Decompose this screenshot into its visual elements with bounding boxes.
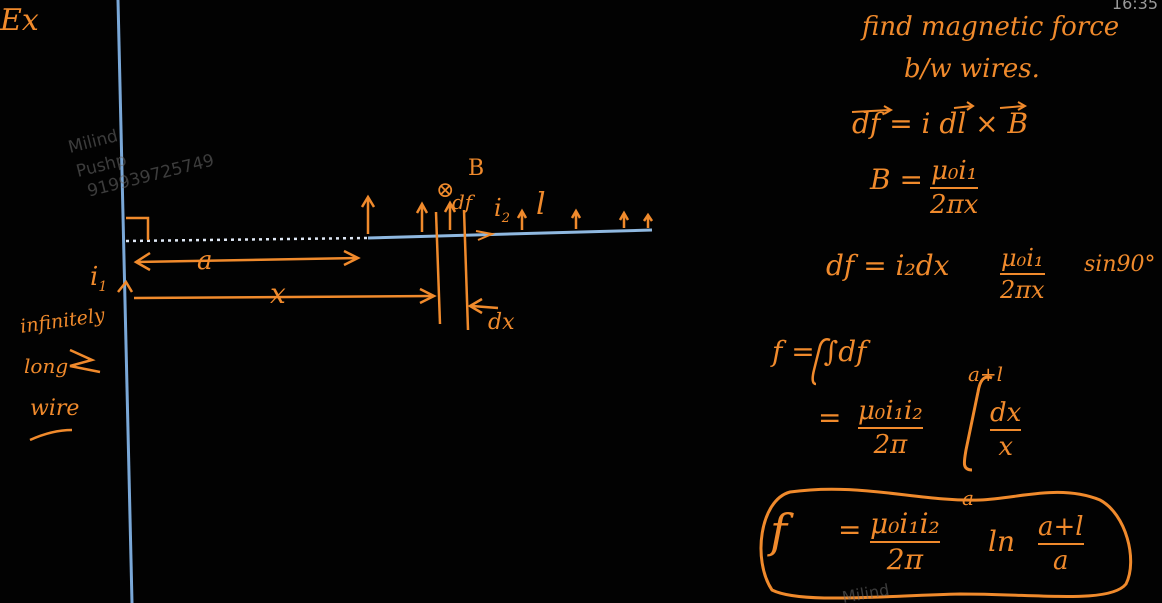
answer-numerator: μ₀i₁i₂ bbox=[870, 507, 940, 540]
equation-f-integral: f = ∫df bbox=[772, 335, 867, 368]
rod-wire bbox=[367, 228, 653, 240]
equation-f-coefficient: μ₀i₁i₂ 2π bbox=[858, 398, 923, 458]
equation-B-fraction: μ₀i₁ 2πx bbox=[930, 156, 979, 220]
answer-f: f bbox=[770, 504, 788, 558]
integrand-fraction: dx x bbox=[990, 398, 1022, 462]
dim-x-line bbox=[133, 294, 435, 300]
integral-sign bbox=[962, 375, 993, 472]
label-rod-length: l bbox=[536, 187, 546, 222]
equation-df-fraction: μ₀i₁ 2πx bbox=[1000, 246, 1045, 302]
dim-x-arrow bbox=[419, 287, 437, 305]
equation-df-sine: sin90° bbox=[1084, 252, 1156, 277]
equation-df-denominator: 2πx bbox=[1000, 276, 1045, 304]
equation-df-numerator: μ₀i₁ bbox=[1001, 244, 1044, 272]
note-long: long bbox=[24, 354, 69, 378]
answer-log-denominator: a bbox=[1053, 546, 1069, 576]
fraction-bar bbox=[990, 429, 1022, 431]
dx-arrow-line bbox=[471, 304, 499, 310]
problem-statement-line2: b/w wires. bbox=[904, 54, 1040, 84]
equation-f-denominator: 2π bbox=[873, 430, 908, 460]
fraction-bar bbox=[930, 187, 979, 189]
fraction-bar bbox=[1000, 273, 1045, 275]
label-df: df bbox=[452, 190, 473, 214]
integrand-numerator: dx bbox=[990, 398, 1022, 428]
fraction-bar bbox=[1038, 543, 1084, 545]
integral-upper-limit: a+l bbox=[968, 362, 1004, 386]
dx-arrow-head bbox=[467, 297, 483, 315]
into-page-symbol: ⊗ bbox=[436, 178, 455, 203]
answer-box bbox=[759, 487, 1133, 600]
integrand-denominator: x bbox=[998, 432, 1013, 462]
answer-denominator: 2π bbox=[886, 543, 923, 576]
label-B: B bbox=[468, 156, 485, 181]
note-wire: wire bbox=[30, 396, 80, 421]
integral-lower-limit: a bbox=[962, 486, 974, 510]
dim-a-arrow-left bbox=[133, 251, 151, 272]
example-label: Ex bbox=[0, 3, 39, 38]
force-arrows bbox=[360, 194, 654, 234]
clock-time: 16:35 bbox=[1111, 0, 1158, 13]
equation-f-equals: = bbox=[818, 401, 842, 434]
i1-direction-arrow bbox=[117, 279, 134, 293]
dim-a-line bbox=[135, 256, 359, 264]
answer-log-argument: a+l a bbox=[1038, 514, 1084, 574]
i2-direction-arrow bbox=[475, 230, 496, 241]
dim-a-arrow-right bbox=[343, 249, 361, 267]
problem-statement-line1: find magnetic force bbox=[862, 12, 1120, 42]
equation-B-lhs: B = bbox=[870, 163, 923, 196]
answer-equals: = bbox=[838, 513, 862, 546]
integral-sign-small bbox=[811, 338, 831, 386]
eq1-vector-marks bbox=[851, 101, 1028, 115]
dx-right-line bbox=[462, 209, 470, 331]
label-x: x bbox=[270, 277, 286, 310]
label-i2: i2 bbox=[494, 194, 510, 226]
note-arrow bbox=[69, 348, 101, 374]
infinite-wire bbox=[116, 0, 134, 603]
label-a: a bbox=[197, 246, 213, 276]
equation-f-numerator: μ₀i₁i₂ bbox=[858, 396, 923, 426]
label-i1: i1 bbox=[90, 262, 108, 296]
equation-B-denominator: 2πx bbox=[930, 190, 979, 220]
dx-left-line bbox=[434, 211, 442, 325]
equation-B-numerator: μ₀i₁ bbox=[931, 156, 978, 186]
rod-dotted-segment bbox=[125, 236, 369, 243]
equation-df-vector: df = i dl × B bbox=[852, 107, 1029, 140]
answer-coefficient: μ₀i₁i₂ 2π bbox=[870, 510, 940, 574]
wire-note-underline bbox=[29, 428, 73, 442]
right-angle-mark bbox=[126, 216, 150, 240]
answer-ln: ln bbox=[988, 525, 1015, 558]
answer-log-numerator: a+l bbox=[1038, 512, 1084, 542]
fraction-bar bbox=[870, 541, 940, 543]
fraction-bar bbox=[858, 427, 923, 429]
label-dx: dx bbox=[488, 310, 515, 335]
equation-df-lhs: df = i₂dx bbox=[826, 249, 950, 282]
